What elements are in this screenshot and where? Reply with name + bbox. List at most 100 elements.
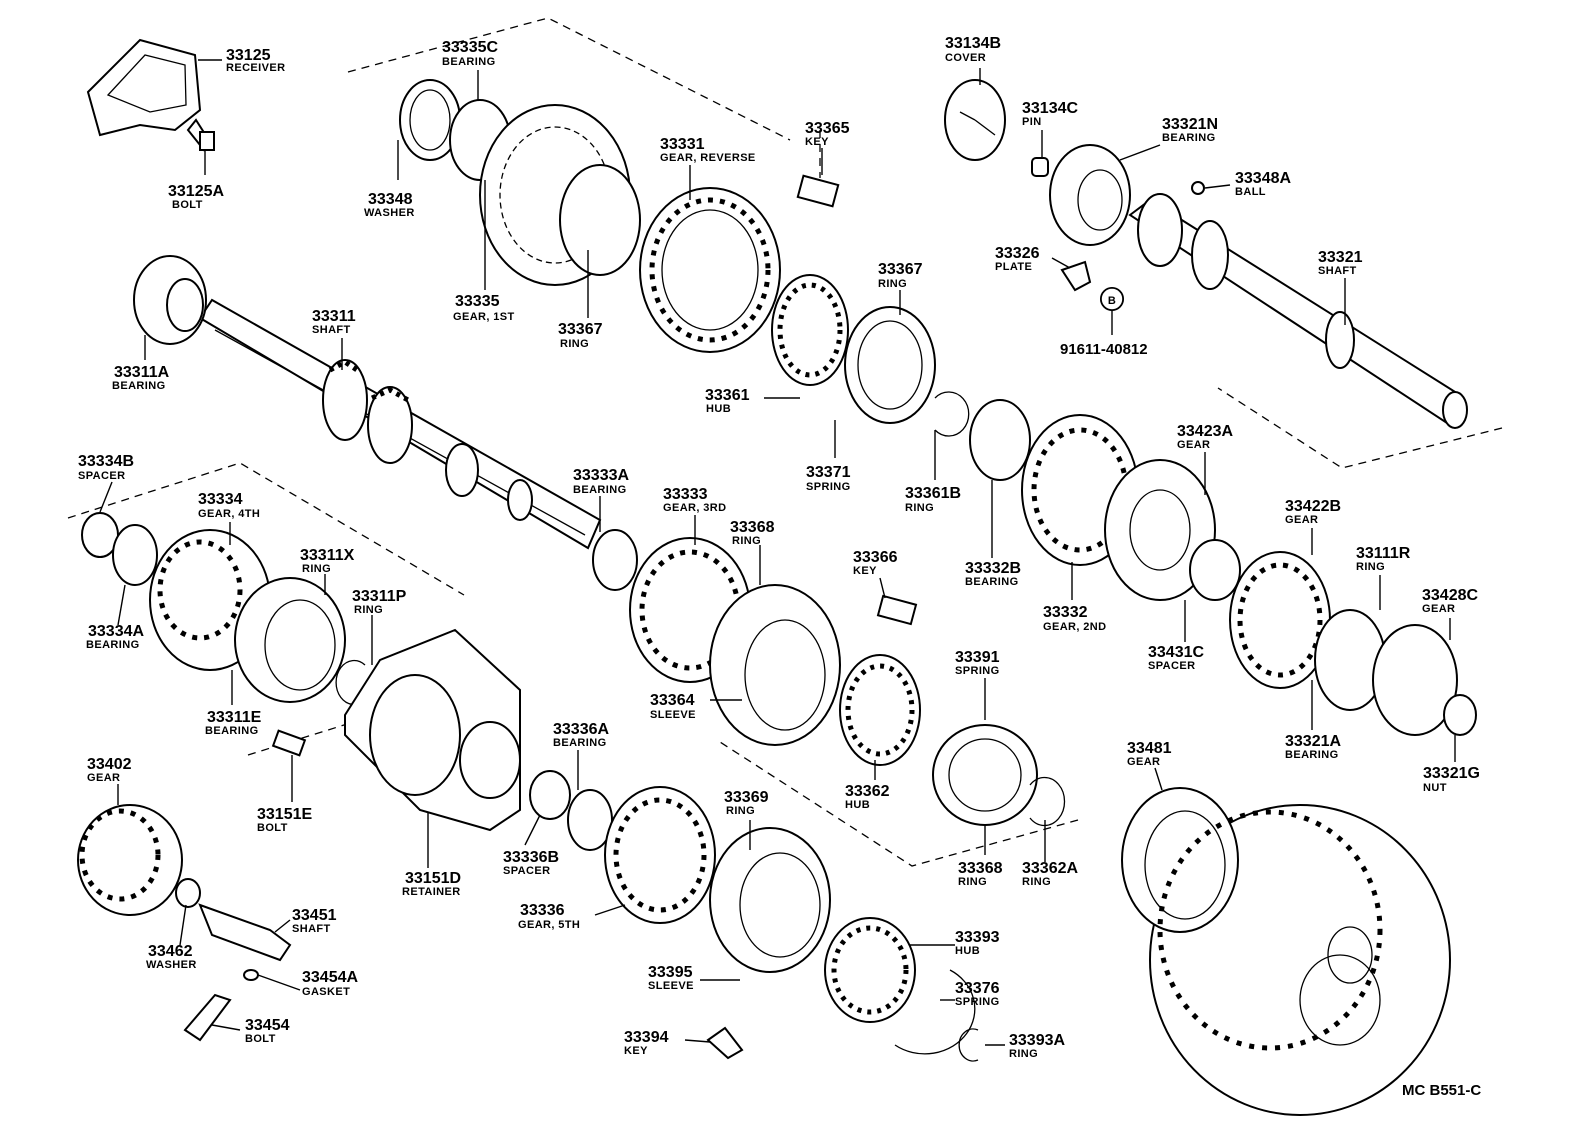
svg-text:KEY: KEY	[853, 565, 877, 577]
svg-text:RING: RING	[732, 535, 761, 547]
callout-33125a-bolt: 33125A BOLT	[168, 183, 224, 211]
svg-text:33331: 33331	[660, 136, 705, 153]
svg-text:BEARING: BEARING	[573, 484, 627, 496]
callout-33332-gear-2nd: 33332 GEAR, 2ND	[1043, 604, 1107, 633]
callout-33362-hub: 33362 HUB	[845, 783, 890, 811]
svg-text:33321N: 33321N	[1162, 116, 1218, 133]
svg-text:RING: RING	[354, 604, 383, 616]
svg-text:RING: RING	[1022, 876, 1051, 888]
callout-33364-sleeve: 33364 SLEEVE	[650, 692, 696, 721]
svg-text:SPACER: SPACER	[503, 865, 550, 877]
svg-text:SPRING: SPRING	[955, 665, 1000, 677]
svg-text:GEAR, REVERSE: GEAR, REVERSE	[660, 152, 756, 164]
svg-text:SHAFT: SHAFT	[1318, 265, 1357, 277]
svg-text:33311X: 33311X	[300, 547, 355, 564]
svg-text:33336A: 33336A	[553, 721, 609, 738]
callout-33335-gear-1st: 33335 GEAR, 1ST	[453, 293, 515, 323]
svg-text:GEAR, 2ND: GEAR, 2ND	[1043, 621, 1107, 633]
svg-text:SPRING: SPRING	[806, 481, 851, 493]
svg-text:RING: RING	[560, 338, 589, 350]
svg-text:GEAR, 5TH: GEAR, 5TH	[518, 919, 580, 931]
callout-33365-key: 33365 KEY	[805, 120, 850, 148]
svg-text:33336: 33336	[520, 902, 565, 919]
svg-text:33368: 33368	[958, 860, 1003, 877]
bearing-33311a-shape	[133, 255, 207, 345]
callout-33376-spring: 33376 SPRING	[955, 980, 1000, 1008]
svg-text:33362: 33362	[845, 783, 890, 800]
svg-text:33332: 33332	[1043, 604, 1088, 621]
callout-33395-sleeve: 33395 SLEEVE	[648, 964, 693, 992]
svg-text:33362A: 33362A	[1022, 860, 1078, 877]
callout-33321-shaft: 33321 SHAFT	[1318, 249, 1363, 277]
svg-text:33321G: 33321G	[1423, 765, 1480, 782]
callout-33369-ring: 33369 RING	[724, 789, 769, 817]
callout-33334a-bearing: 33334A BEARING	[86, 623, 144, 651]
callout-33367-ring-right: 33367 RING	[878, 261, 923, 290]
circled-b-marker: B	[1100, 287, 1124, 311]
svg-text:33366: 33366	[853, 549, 898, 566]
svg-text:33151E: 33151E	[257, 806, 312, 823]
svg-text:33334B: 33334B	[78, 453, 134, 470]
svg-text:33333: 33333	[663, 486, 708, 503]
drawing-code: MC B551-C	[1402, 1082, 1481, 1099]
svg-text:BEARING: BEARING	[112, 380, 166, 392]
large-gear-33481-shape	[1121, 787, 1451, 1116]
callout-33371-spring: 33371 SPRING	[806, 464, 851, 493]
svg-text:HUB: HUB	[955, 945, 980, 957]
svg-text:RING: RING	[958, 876, 987, 888]
svg-text:33428C: 33428C	[1422, 587, 1478, 604]
callout-33311e-bearing: 33311E BEARING	[205, 709, 262, 737]
svg-text:33321: 33321	[1318, 249, 1363, 266]
fifth-gear-group-shapes	[529, 770, 979, 1062]
svg-text:BEARING: BEARING	[553, 737, 607, 749]
svg-text:33134B: 33134B	[945, 35, 1001, 52]
svg-text:33348: 33348	[368, 191, 413, 208]
svg-text:33451: 33451	[292, 907, 337, 924]
callout-33311-shaft: 33311 SHAFT	[312, 308, 356, 336]
svg-text:33367: 33367	[878, 261, 923, 278]
svg-text:GEAR: GEAR	[1422, 603, 1455, 615]
svg-text:33333A: 33333A	[573, 467, 629, 484]
callout-33326-plate: 33326 PLATE	[995, 245, 1040, 273]
svg-text:GEAR: GEAR	[1127, 756, 1160, 768]
svg-text:B: B	[1108, 295, 1116, 307]
svg-text:33402: 33402	[87, 756, 132, 773]
leader-lines	[99, 59, 1456, 1046]
svg-text:RING: RING	[302, 563, 331, 575]
svg-text:33361: 33361	[705, 387, 750, 404]
callout-33454-bolt: 33454 BOLT	[245, 1017, 290, 1045]
svg-text:GEAR: GEAR	[1177, 439, 1210, 451]
svg-text:33311: 33311	[312, 308, 356, 325]
svg-text:33391: 33391	[955, 649, 1000, 666]
svg-text:33125: 33125	[226, 47, 271, 64]
callout-33333a-bearing: 33333A BEARING	[573, 467, 629, 496]
svg-text:RETAINER: RETAINER	[402, 886, 461, 898]
callout-33348a-ball: 33348A BALL	[1235, 170, 1291, 198]
svg-text:SLEEVE: SLEEVE	[650, 709, 696, 721]
svg-text:BOLT: BOLT	[245, 1033, 276, 1045]
callout-33451-shaft: 33451 SHAFT	[292, 907, 337, 935]
callout-33311a-bearing: 33311A BEARING	[112, 364, 170, 392]
svg-text:WASHER: WASHER	[364, 207, 415, 219]
callout-33462-washer: 33462 WASHER	[146, 943, 196, 971]
svg-text:GEAR, 4TH: GEAR, 4TH	[198, 508, 260, 520]
callout-33336b-spacer: 33336B SPACER	[503, 849, 559, 877]
svg-text:RING: RING	[726, 805, 755, 817]
callout-33422b-gear: 33422B GEAR	[1285, 498, 1341, 526]
svg-text:BEARING: BEARING	[86, 639, 140, 651]
svg-text:BEARING: BEARING	[1162, 132, 1216, 144]
part-callouts: 33125 RECEIVER 33125A BOLT 33335C BEARIN…	[78, 35, 1480, 1060]
svg-text:33371: 33371	[806, 464, 851, 481]
svg-text:GEAR, 1ST: GEAR, 1ST	[453, 311, 515, 323]
callout-33321g-nut: 33321G NUT	[1423, 765, 1480, 794]
svg-text:RING: RING	[1009, 1048, 1038, 1060]
svg-text:33321A: 33321A	[1285, 733, 1341, 750]
svg-text:NUT: NUT	[1423, 782, 1447, 794]
callout-33335c-bearing: 33335C BEARING	[442, 39, 498, 68]
callout-33391-spring: 33391 SPRING	[955, 649, 1000, 677]
svg-text:33462: 33462	[148, 943, 193, 960]
callout-33428c-gear: 33428C GEAR	[1422, 587, 1478, 615]
callout-33368-ring-upper: 33368 RING	[730, 519, 775, 547]
svg-text:33422B: 33422B	[1285, 498, 1341, 515]
svg-text:RING: RING	[878, 278, 907, 290]
